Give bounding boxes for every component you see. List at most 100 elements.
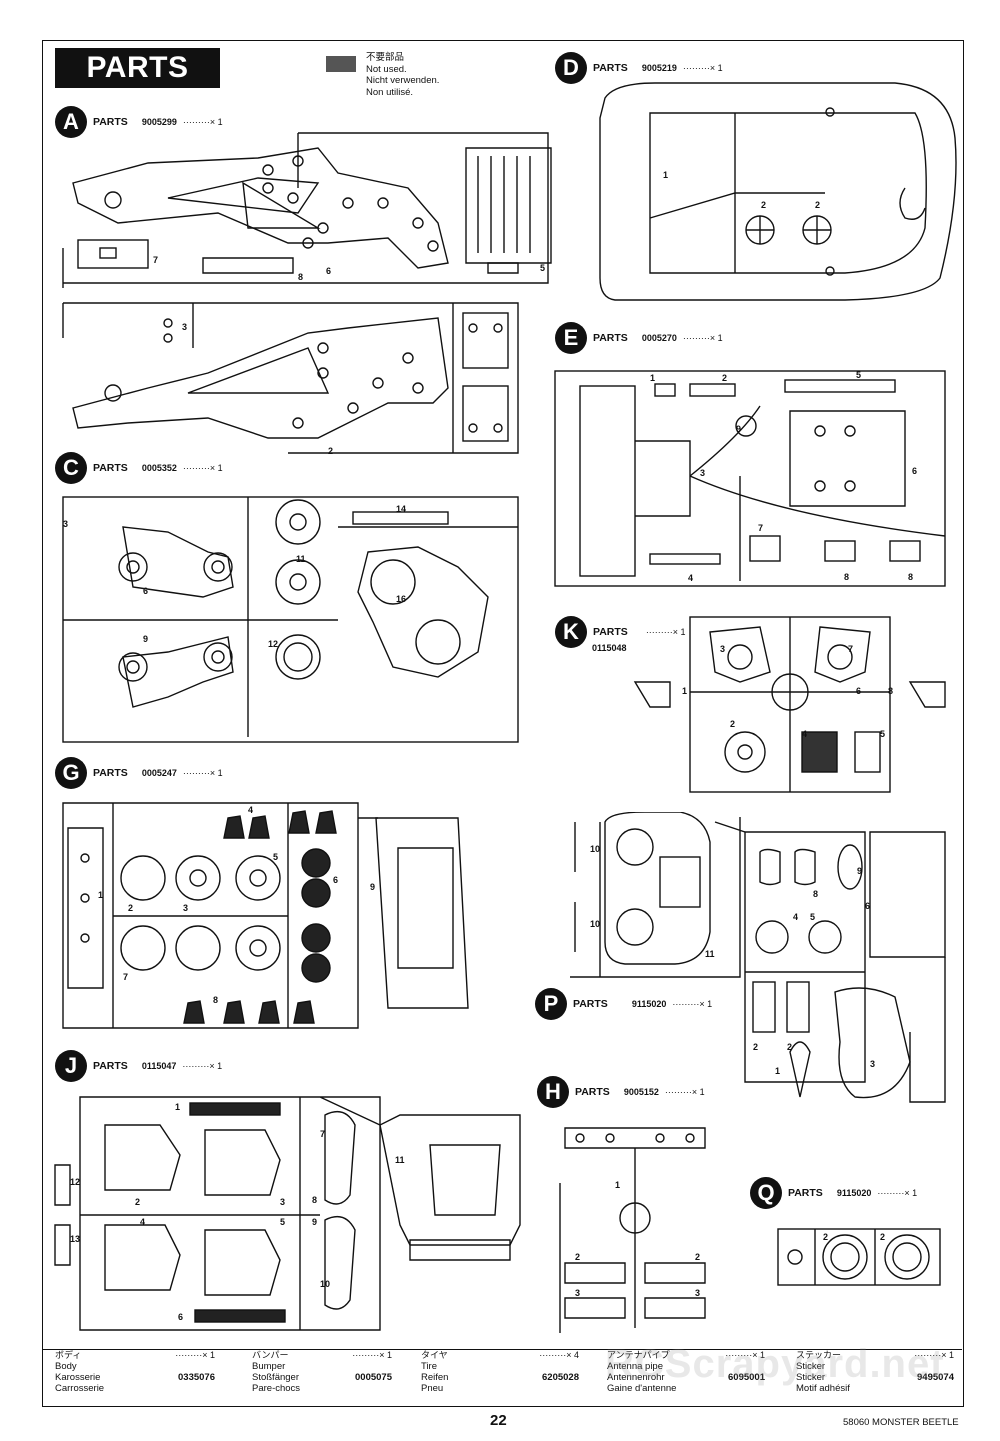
- svg-text:2: 2: [135, 1197, 140, 1207]
- svg-text:9: 9: [857, 866, 862, 876]
- svg-text:3: 3: [700, 468, 705, 478]
- svg-text:8: 8: [312, 1195, 317, 1205]
- svg-text:7: 7: [848, 644, 853, 654]
- section-k-badge: K: [555, 616, 587, 648]
- page-title: PARTS: [55, 48, 220, 88]
- svg-text:2: 2: [722, 373, 727, 383]
- section-e-header: E PARTS 0005270 ·········× 1: [555, 322, 723, 354]
- section-h-badge: H: [537, 1076, 569, 1108]
- svg-text:2: 2: [753, 1042, 758, 1052]
- svg-text:2: 2: [328, 446, 333, 456]
- section-a-header: A PARTS 9005299 ·········× 1: [55, 106, 223, 138]
- legend-jp: 不要部品: [366, 52, 405, 63]
- footer-divider: [42, 1349, 962, 1350]
- svg-text:4: 4: [248, 805, 253, 815]
- svg-text:6: 6: [333, 875, 338, 885]
- svg-text:5: 5: [880, 729, 885, 739]
- svg-text:3: 3: [63, 519, 68, 529]
- svg-text:8: 8: [298, 272, 303, 282]
- svg-text:1: 1: [663, 170, 668, 180]
- sprue-d-diagram: 1 2 2: [595, 78, 965, 308]
- legend-de: Nicht verwenden.: [366, 75, 440, 86]
- svg-text:1: 1: [682, 686, 687, 696]
- svg-text:3: 3: [720, 644, 725, 654]
- svg-text:5: 5: [810, 912, 815, 922]
- svg-text:12: 12: [70, 1177, 80, 1187]
- sprue-q-diagram: 2 2: [775, 1226, 945, 1288]
- svg-text:1: 1: [650, 373, 655, 383]
- svg-text:5: 5: [856, 370, 861, 380]
- svg-text:3: 3: [870, 1059, 875, 1069]
- svg-text:4: 4: [688, 573, 693, 583]
- not-used-swatch: [326, 56, 356, 72]
- model-name: 58060 MONSTER BEETLE: [843, 1417, 959, 1428]
- svg-text:8: 8: [813, 889, 818, 899]
- section-p-badge: P: [535, 988, 567, 1020]
- svg-text:2: 2: [128, 903, 133, 913]
- legend-fr: Non utilisé.: [366, 86, 413, 98]
- section-g-badge: G: [55, 757, 87, 789]
- footer-body: ボディ Body Karosserie Carrosserie ········…: [55, 1350, 215, 1394]
- footer-bumper: バンパー Bumper Stoßfänger Pare-chocs ······…: [252, 1350, 392, 1394]
- svg-text:3: 3: [182, 322, 187, 332]
- sprue-p-diagram: 10 10 11 8 9 4 5 6 2 2 1 3: [565, 812, 950, 1122]
- svg-text:6: 6: [326, 266, 331, 276]
- svg-text:7: 7: [758, 523, 763, 533]
- section-c-header: C PARTS 0005352 ·········× 1: [55, 452, 223, 484]
- svg-text:2: 2: [761, 200, 766, 210]
- svg-text:6: 6: [865, 901, 870, 911]
- section-k-header: K PARTS ·········× 1: [555, 616, 686, 648]
- section-q-header: Q PARTS 9115020 ·········× 1: [750, 1177, 917, 1209]
- svg-text:2: 2: [575, 1252, 580, 1262]
- sprue-a-lower-diagram: 2 3: [58, 298, 523, 463]
- section-j-badge: J: [55, 1050, 87, 1082]
- svg-text:8: 8: [908, 572, 913, 582]
- svg-text:5: 5: [540, 263, 545, 273]
- svg-text:7: 7: [123, 972, 128, 982]
- svg-text:1: 1: [775, 1066, 780, 1076]
- svg-text:10: 10: [590, 919, 600, 929]
- svg-text:1: 1: [615, 1180, 620, 1190]
- svg-text:14: 14: [396, 504, 406, 514]
- page-number: 22: [490, 1412, 507, 1429]
- svg-text:8: 8: [888, 686, 893, 696]
- svg-text:6: 6: [912, 466, 917, 476]
- sprue-k-diagram: 3 7 1 6 8 2 4 5: [630, 612, 950, 797]
- sprue-c-diagram: 3 6 9 11 12 14 16: [58, 492, 523, 747]
- section-d-badge: D: [555, 52, 587, 84]
- svg-text:7: 7: [153, 255, 158, 265]
- svg-text:5: 5: [280, 1217, 285, 1227]
- svg-text:2: 2: [815, 200, 820, 210]
- page-frame: [42, 40, 964, 1407]
- section-c-badge: C: [55, 452, 87, 484]
- svg-text:13: 13: [70, 1234, 80, 1244]
- svg-text:7: 7: [320, 1129, 325, 1139]
- svg-text:11: 11: [705, 949, 715, 959]
- sprue-e-diagram: 1 2 3 4 5 6 7 8 8 9: [550, 366, 950, 591]
- sprue-g-diagram: 1 2 3 4 5 6 7 8 9: [58, 798, 528, 1033]
- svg-text:4: 4: [802, 729, 807, 739]
- section-h-header: H PARTS 9005152 ·········× 1: [537, 1076, 705, 1108]
- svg-text:5: 5: [273, 852, 278, 862]
- sprue-a-upper-diagram: 7 8 6 5: [58, 128, 558, 293]
- svg-text:10: 10: [590, 844, 600, 854]
- footer-sticker: ステッカー Sticker Sticker Motif adhésif ····…: [796, 1350, 954, 1394]
- svg-text:1: 1: [98, 890, 103, 900]
- section-p-header: P PARTS 9115020 ·········× 1: [535, 988, 712, 1020]
- svg-text:9: 9: [312, 1217, 317, 1227]
- watermark: RCScrapyard.net: [605, 1342, 945, 1386]
- svg-text:10: 10: [320, 1279, 330, 1289]
- svg-text:3: 3: [183, 903, 188, 913]
- svg-text:2: 2: [823, 1232, 828, 1242]
- svg-text:6: 6: [856, 686, 861, 696]
- sprue-h-diagram: 1 2 2 3 3: [555, 1118, 715, 1333]
- svg-text:1: 1: [175, 1102, 180, 1112]
- svg-text:6: 6: [178, 1312, 183, 1322]
- svg-text:2: 2: [880, 1232, 885, 1242]
- section-k-number: 0115048: [592, 643, 627, 653]
- svg-text:6: 6: [143, 586, 148, 596]
- section-d-header: D PARTS 9005219 ·········× 1: [555, 52, 723, 84]
- svg-text:16: 16: [396, 594, 406, 604]
- svg-text:3: 3: [280, 1197, 285, 1207]
- svg-text:9: 9: [143, 634, 148, 644]
